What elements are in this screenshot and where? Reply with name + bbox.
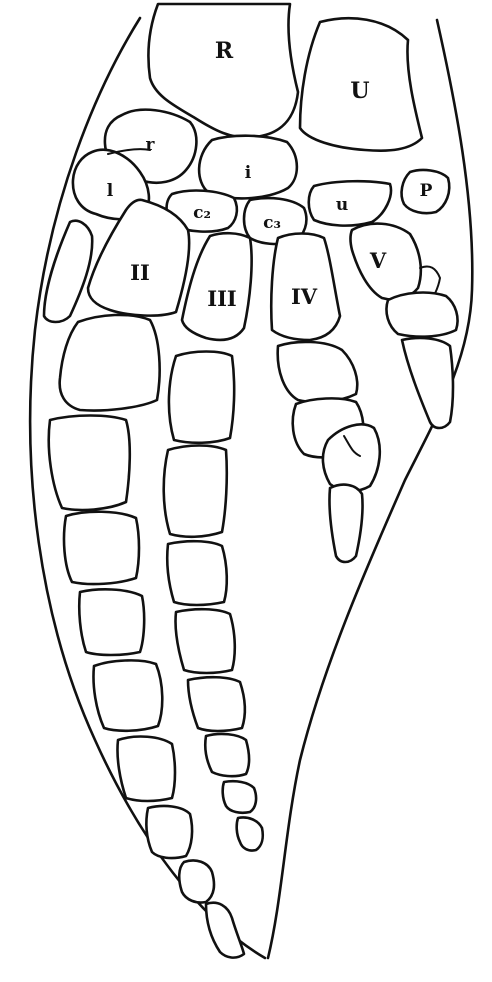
digit-2-phalanx-8 [179,860,214,902]
pisiform-label: P [420,181,433,201]
digit-5 [351,224,458,428]
element-l-label: l [107,181,114,201]
digit-3-phalanx-3 [167,541,227,605]
digit-5-phalanx-1 [386,293,457,337]
digit-3-phalanx-2 [164,446,227,537]
digit-2-phalanx-4 [79,589,144,655]
digit-3-phalanx-5 [188,677,245,731]
digit-2-phalanx-1 [60,315,160,411]
digit-4-phalanx-1 [278,342,358,402]
radius-label: R [215,38,234,64]
digit-2-label: II [130,260,150,285]
digit-2-phalanx-3 [64,512,139,584]
radiale-label: r [146,135,156,155]
digit-4-phalanx-4 [329,485,362,562]
digit-5-label: V [369,248,387,273]
digit-2-phalanx-5 [93,660,162,730]
ulna-label: U [350,78,369,104]
carpal-3-label: c₃ [263,213,281,233]
ulnare-label: u [336,195,348,215]
digit-3-phalanx-7 [223,781,256,813]
digit-4 [271,234,380,563]
digit-2-phalanx-9 [206,903,244,958]
digit-2-phalanx-6 [117,737,175,801]
ulnare-bone [309,181,391,225]
digit-2-phalanx-7 [146,806,192,858]
digit-2-phalanx-2 [49,416,130,511]
digit-5-phalanx-2 [402,338,453,428]
digit-3-phalanx-1 [169,352,234,443]
digit-3-phalanx-6 [205,734,249,776]
digit-4-label: IV [291,284,318,309]
digit-3-label: III [207,286,236,311]
digit-3-phalanx-8 [237,817,263,850]
intermedium-label: i [245,163,252,183]
digit-3 [164,233,263,850]
flipper-outline-right [268,20,472,958]
digit-3-phalanx-4 [175,609,234,673]
carpal-2-label: c₂ [193,203,211,223]
